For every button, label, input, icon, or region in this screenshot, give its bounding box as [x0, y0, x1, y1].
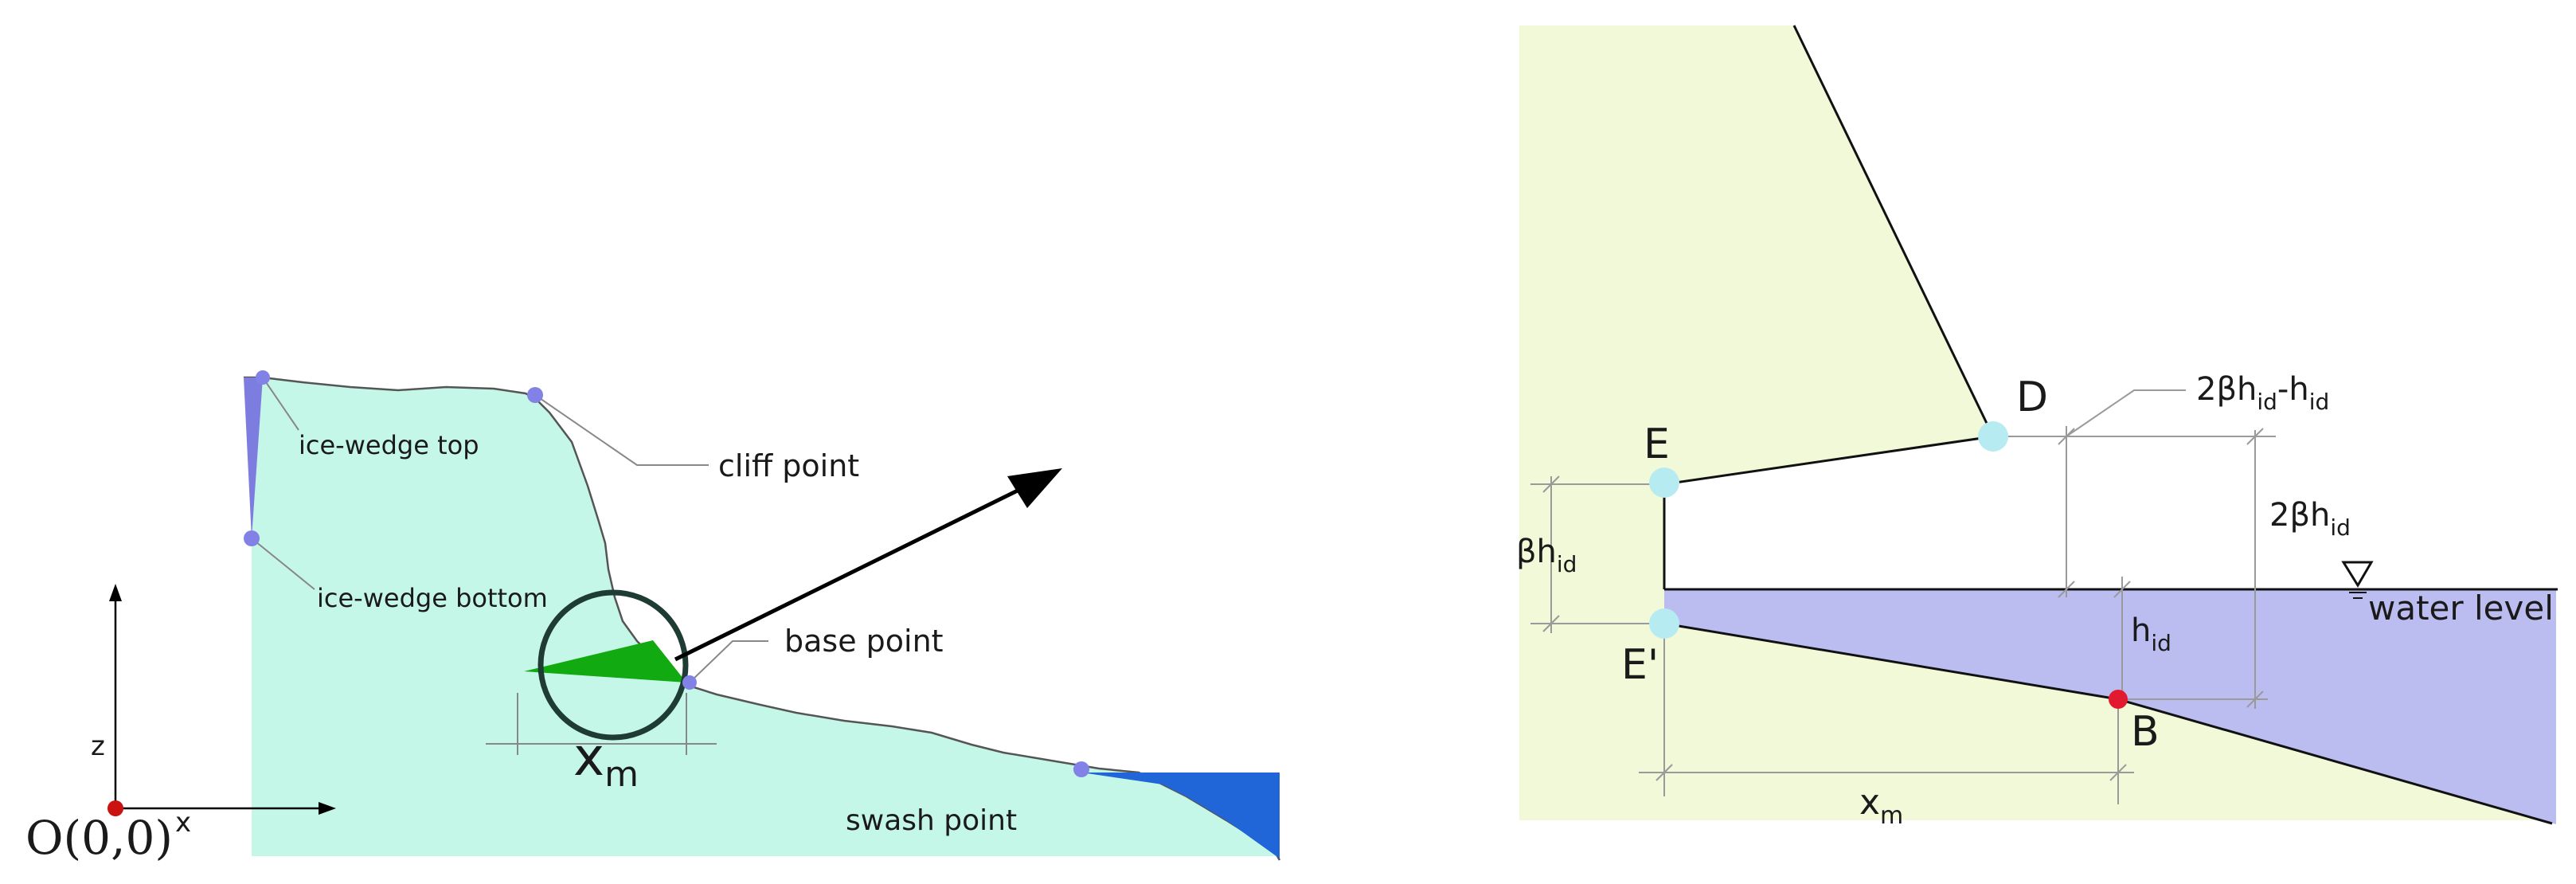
- swash-point-label: swash point: [846, 804, 1017, 837]
- cliff-land: [252, 377, 1278, 856]
- base-point-marker: [682, 675, 697, 690]
- notch-triangle: [524, 640, 686, 683]
- dim-beta-h-tick-bottom: [1542, 615, 1560, 632]
- origin-label: O(0,0): [25, 811, 173, 865]
- base-point-label: base point: [784, 624, 944, 659]
- retreat-arrow-line: [674, 483, 1029, 662]
- point-E-prime-label: E': [1621, 641, 1659, 689]
- water-level-label: water level: [2368, 589, 2554, 628]
- ice-wedge: [244, 377, 263, 538]
- point-D-label: D: [2016, 374, 2048, 421]
- two-beta-minus-h-label: 2βhid-hid: [2196, 371, 2329, 415]
- water-level-symbol: [2341, 561, 2374, 588]
- ice-wedge-bottom-marker: [244, 530, 260, 546]
- dim-beta-h-tick-top: [1542, 475, 1560, 493]
- right-panel: water level βhid xm hid 2βhid: [1516, 25, 2558, 830]
- origin-marker: [107, 800, 123, 816]
- point-E-prime-marker: [1649, 608, 1679, 639]
- water-body: [1664, 589, 2556, 824]
- h-id-label: hid: [2131, 612, 2171, 656]
- point-E-label: E: [1644, 420, 1670, 468]
- x-axis-arrow: [319, 802, 336, 815]
- point-D-marker: [1978, 421, 2008, 452]
- retreat-arrow-head: [1007, 468, 1062, 508]
- leader-ice-wedge-bottom: [251, 538, 315, 590]
- beta-h-label: βhid: [1516, 534, 1577, 577]
- ice-wedge-top-label: ice-wedge top: [299, 430, 479, 460]
- leader-ice-wedge-top: [262, 377, 299, 431]
- x-axis-label: x: [175, 807, 191, 839]
- xm-label-right: xm: [1859, 782, 1903, 830]
- dim-2beta-tick-top: [2246, 428, 2264, 445]
- xm-label-left: xm: [573, 726, 639, 795]
- dim-h-id-tick-top: [2113, 581, 2131, 598]
- cliff-point-marker: [527, 387, 543, 403]
- notch-circle: [537, 589, 689, 741]
- cliff-face-line: [1663, 25, 1996, 589]
- dim-2beta-tick-bottom: [2246, 690, 2264, 708]
- point-B-marker: [2109, 690, 2128, 709]
- ice-wedge-top-marker: [256, 370, 270, 385]
- dim-2beta-minus-tick-bottom: [2058, 581, 2075, 598]
- swash-point-marker: [1073, 761, 1089, 777]
- z-axis-label: z: [91, 730, 105, 762]
- point-E-marker: [1649, 467, 1679, 498]
- sea-water: [1081, 773, 1280, 859]
- point-B-label: B: [2131, 708, 2160, 756]
- leader-cliff-point: [534, 394, 709, 466]
- leader-base-point: [689, 640, 768, 683]
- left-panel: ice-wedge top ice-wedge bottom cliff poi…: [25, 370, 1281, 865]
- dim-xm-tick-right: [2109, 764, 2127, 781]
- leader-2beta-minus: [2066, 389, 2186, 437]
- two-beta-h-label: 2βhid: [2269, 497, 2351, 541]
- ice-wedge-bottom-label: ice-wedge bottom: [317, 583, 548, 613]
- dim-xm-tick-left: [1655, 764, 1673, 781]
- z-axis-arrow: [109, 584, 122, 601]
- cliff-point-label: cliff point: [718, 448, 859, 483]
